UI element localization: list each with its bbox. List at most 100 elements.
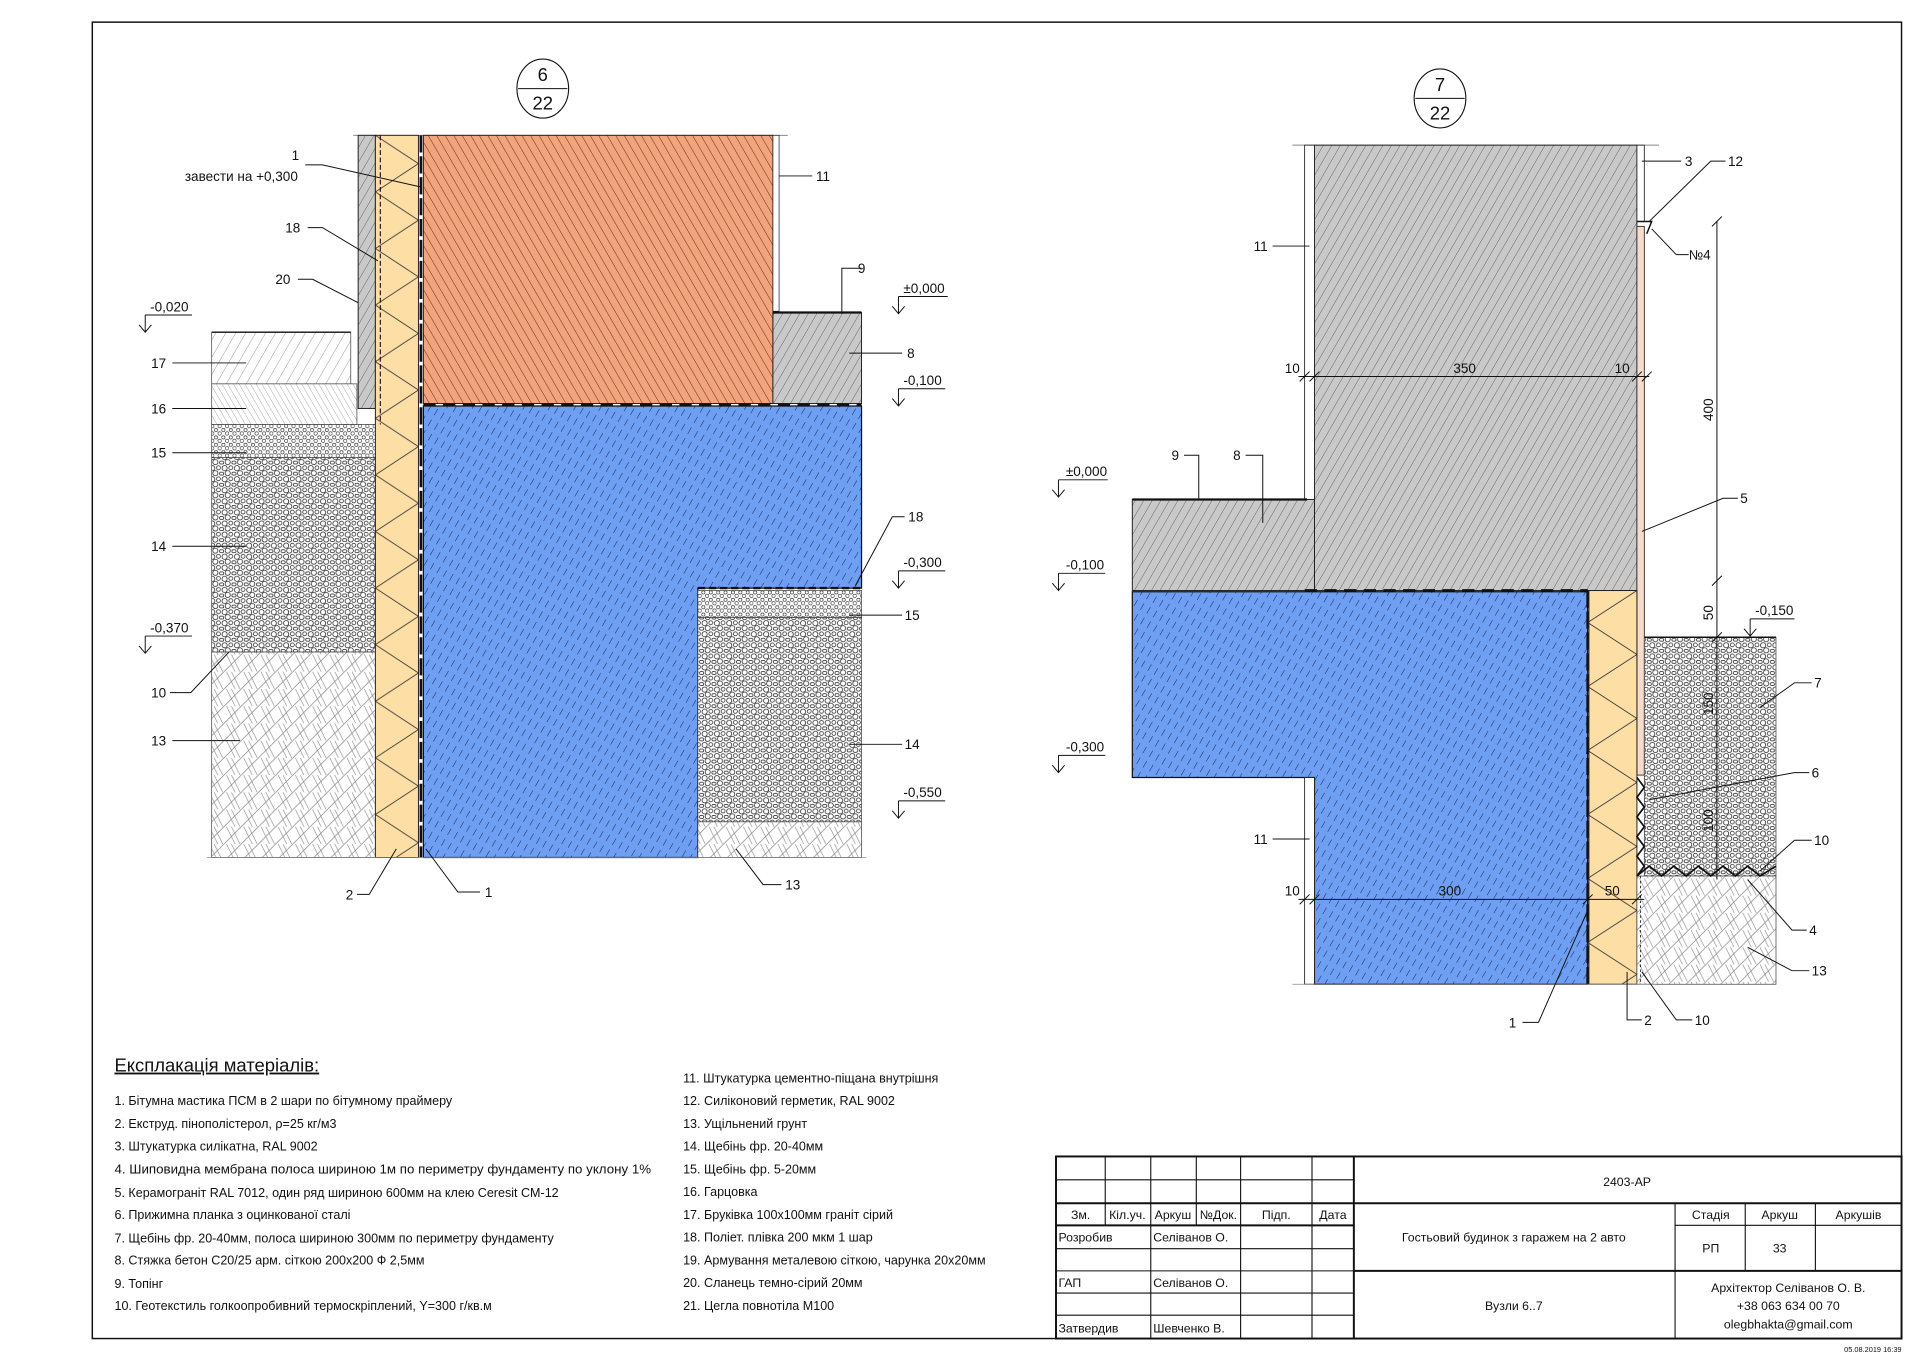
layer-15-fine-gravel: [211, 424, 376, 459]
header-cell: Зм.: [1071, 1208, 1090, 1222]
legend-item: 7. Щебінь фр. 20-40мм, полоса шириною 30…: [114, 1232, 554, 1246]
node-7-number: 7: [1435, 74, 1445, 95]
sheet-title: Вузли 6..7: [1485, 1299, 1543, 1313]
layer-11-plaster-lower: [1304, 777, 1315, 985]
dimension-lines: 10 350 10 400 50 150 100 10 300 50: [1285, 216, 1723, 905]
legend-item: 1. Бітумна мастика ПСМ в 2 шари по бітум…: [114, 1094, 452, 1108]
layer-14-gravel-right: [697, 617, 862, 823]
legend-item: 4. Шиповидна мембрана полоса шириною 1м …: [114, 1163, 651, 1177]
callouts-node-6: 1 18 20 17 16 15 14 10 13 11 9 8 18 15 1…: [151, 148, 923, 902]
dimension: 10: [1615, 361, 1630, 376]
node-6: 6 22 -0,020 ±0,000 -0,100: [138, 58, 948, 902]
level-mark: -0,100: [1051, 558, 1106, 592]
level-mark: -0,550: [891, 785, 946, 819]
project-name: Гостьовий будинок з гаражем на 2 авто: [1402, 1230, 1626, 1244]
svg-text:-0,020: -0,020: [150, 299, 188, 314]
callout: 11: [1254, 832, 1268, 847]
layer-13-soil-right: [697, 821, 862, 858]
role-name: Селіванов О.: [1153, 1276, 1228, 1290]
callout: 2: [346, 887, 354, 902]
level-mark: -0,370: [138, 620, 192, 655]
wall-concrete: [1313, 144, 1638, 592]
layer-17-paving: [211, 331, 352, 385]
callout: 9: [858, 261, 866, 276]
legend-item: 17. Бруківка 100х100мм граніт сірий: [683, 1208, 893, 1222]
callout: 17: [151, 356, 166, 371]
layer-8-screed: [1131, 499, 1315, 592]
callout: №4: [1689, 248, 1712, 263]
callout: 15: [151, 446, 166, 461]
layer-3-plaster: [1636, 144, 1645, 222]
level-mark: -0,300: [1051, 740, 1106, 774]
role-label: Розробив: [1058, 1230, 1112, 1244]
callout: 9: [1172, 448, 1180, 463]
dimension: 300: [1439, 884, 1462, 899]
svg-text:-0,150: -0,150: [1755, 603, 1793, 618]
svg-text:-0,550: -0,550: [903, 785, 941, 800]
legend-item: 9. Топінг: [114, 1277, 163, 1291]
sheet-label: Аркуш: [1761, 1208, 1798, 1222]
dimension: 50: [1701, 605, 1716, 620]
legend-item: 12. Силіконовий герметик, RAL 9002: [683, 1094, 895, 1108]
header-cell: №Док.: [1200, 1208, 1237, 1222]
dimension: 10: [1285, 361, 1300, 376]
callout: 10: [151, 686, 166, 701]
legend-item: 20. Сланець темно-сірий 20мм: [683, 1276, 862, 1290]
role-label: Затвердив: [1058, 1321, 1118, 1335]
svg-text:-0,300: -0,300: [1066, 740, 1104, 755]
author-phone: +38 063 634 00 70: [1737, 1299, 1840, 1313]
legend-item: 8. Стяжка бетон С20/25 арм. сіткою 200х2…: [114, 1254, 424, 1268]
dimension: 350: [1453, 361, 1476, 376]
sheet-frame: [91, 21, 1903, 1340]
callout: 1: [292, 148, 300, 163]
svg-text:±0,000: ±0,000: [903, 281, 944, 296]
stage-value: РП: [1702, 1241, 1719, 1255]
dimension: 50: [1605, 884, 1620, 899]
callout: 7: [1814, 676, 1822, 691]
legend-item: 3. Штукатурка силікатна, RAL 9002: [114, 1139, 317, 1153]
node-7: 7 22 10 350 10 400 50 150: [1051, 68, 1829, 1030]
layer-13-soil: [1636, 875, 1777, 985]
legend-item: 6. Прижимна планка з оцинкованої сталі: [114, 1208, 350, 1222]
callout: 14: [905, 737, 921, 752]
header-cell: Кіл.уч.: [1109, 1208, 1145, 1222]
node-7-marker: 7 22: [1413, 68, 1467, 129]
callout: 16: [151, 401, 166, 416]
role-name: Селіванов О.: [1153, 1230, 1228, 1244]
level-mark: -0,020: [138, 299, 192, 333]
layer-4-dimple-membrane: [1635, 777, 1777, 878]
level-mark: -0,300: [891, 555, 946, 589]
svg-text:-0,100: -0,100: [1066, 558, 1104, 573]
legend-title: Експлакація матеріалів:: [114, 1055, 319, 1076]
callout: 10: [1695, 1013, 1710, 1028]
callout: 8: [907, 346, 915, 361]
level-mark: -0,100: [891, 373, 946, 407]
callout: 13: [151, 734, 166, 749]
layer-12-sealant: [1636, 220, 1653, 235]
author-name: Архітектор Селіванов О. В.: [1711, 1281, 1865, 1295]
layer-8-screed: [772, 311, 863, 405]
callout: 6: [1812, 766, 1820, 781]
legend-item: 15. Щебінь фр. 5-20мм: [683, 1163, 816, 1177]
callout: 14: [151, 539, 167, 554]
dimension: 400: [1701, 398, 1716, 421]
node-6-sheet: 22: [533, 92, 554, 113]
layer-21-brick: [422, 134, 774, 405]
dimension: 10: [1285, 884, 1300, 899]
layer-15-fine-gravel-right: [697, 590, 862, 618]
materials-legend: Експлакація матеріалів: 1. Бітумна масти…: [114, 1055, 985, 1314]
legend-item: 21. Цегла повнотіла М100: [683, 1299, 834, 1313]
callout: 18: [285, 221, 300, 236]
layer-7-gravel: [1643, 636, 1777, 877]
sheet-value: 33: [1773, 1241, 1787, 1255]
role-label: ГАП: [1058, 1276, 1081, 1290]
callout: 12: [1728, 154, 1743, 169]
role-name: Шевченко В.: [1153, 1321, 1225, 1335]
level-mark: ±0,000: [1051, 464, 1108, 498]
callout: 11: [1254, 239, 1268, 254]
callout: 3: [1685, 154, 1693, 169]
legend-item: 13. Ущільнений грунт: [683, 1117, 807, 1131]
callout: 4: [1809, 923, 1817, 938]
author-email: olegbhakta@gmail.com: [1724, 1318, 1853, 1332]
